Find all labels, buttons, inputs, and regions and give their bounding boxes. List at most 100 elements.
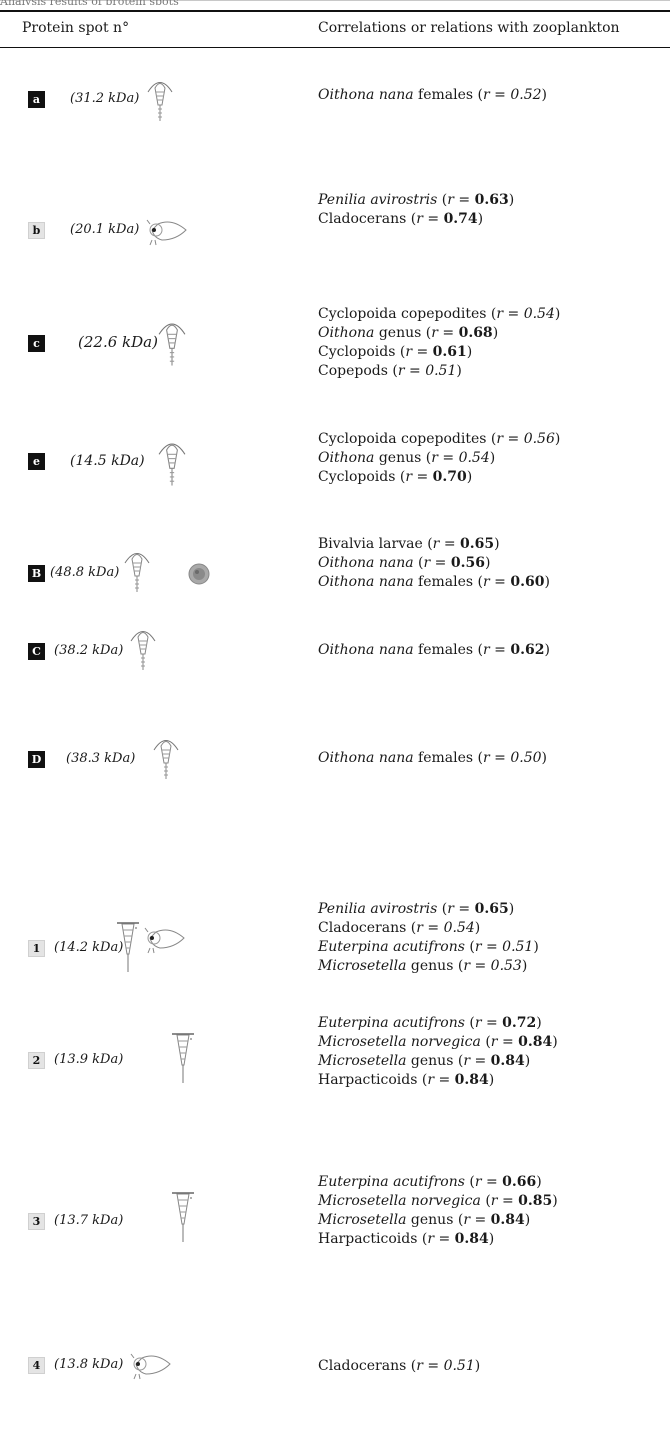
- spot-label: 2: [28, 1052, 45, 1069]
- correlation-line: Harpacticoids (r = 0.84): [318, 1072, 495, 1088]
- r-value: 0.51: [443, 1358, 475, 1374]
- correlations-cell: Euterpina acutifrons (r = 0.72) Microset…: [318, 986, 670, 1116]
- spot-mass: (14.5 kDa): [70, 453, 145, 469]
- header-bottom-rule: [0, 47, 670, 48]
- top-border: [0, 0, 670, 1]
- table-row: 3 (13.7 kDa) Euterpina acutifrons (r = 0…: [0, 1116, 670, 1306]
- r-value: 0.70: [432, 468, 467, 485]
- spot-cell: 1 (14.2 kDa): [0, 824, 310, 986]
- copepod-harpacticoid-icon: [172, 1033, 194, 1083]
- spot-cell: B (48.8 kDa): [0, 508, 310, 618]
- copepod-harpacticoid-icon: [117, 922, 139, 972]
- table-row: 4 (13.8 kDa) Cladocerans (r = 0.51): [0, 1306, 670, 1444]
- correlation-line: Microsetella genus (r = 0.84): [318, 1053, 531, 1069]
- correlation-line: Oithona nana (r = 0.56): [318, 554, 491, 571]
- spot-cell: 2 (13.9 kDa): [0, 986, 310, 1116]
- table-row: c (22.6 kDa) Cyclopoida copepodites (r =…: [0, 278, 670, 408]
- r-value: 0.72: [502, 1015, 537, 1031]
- spot-label: 4: [28, 1357, 45, 1374]
- correlation-line: Euterpina acutifrons (r = 0.51): [318, 939, 539, 955]
- spot-mass: (14.2 kDa): [54, 940, 124, 955]
- spot-label: c: [28, 335, 45, 352]
- r-value: 0.53: [490, 958, 522, 974]
- spot-label: a: [28, 91, 45, 108]
- r-value: 0.63: [474, 192, 509, 208]
- correlations-cell: Cyclopoida copepodites (r = 0.56) Oithon…: [318, 408, 670, 508]
- correlations-cell: Penilia avirostris (r = 0.63) Cladoceran…: [318, 142, 670, 278]
- spot-label: 3: [28, 1213, 45, 1230]
- spot-mass: (38.3 kDa): [66, 751, 136, 766]
- spot-mass: (22.6 kDa): [78, 333, 158, 351]
- correlation-line: Copepods (r = 0.51): [318, 363, 462, 379]
- correlation-line: Bivalvia larvae (r = 0.65): [318, 535, 500, 552]
- correlation-line: Euterpina acutifrons (r = 0.72): [318, 1015, 542, 1031]
- r-value: 0.66: [502, 1174, 537, 1190]
- spot-label: B: [28, 565, 45, 582]
- correlation-line: Harpacticoids (r = 0.84): [318, 1231, 495, 1247]
- spot-mass: (13.7 kDa): [54, 1213, 124, 1228]
- r-value: 0.68: [458, 325, 493, 341]
- r-value: 0.54: [458, 449, 490, 466]
- table-row: B (48.8 kDa) Bivalvia larvae (r = 0.65) …: [0, 508, 670, 618]
- spot-cell: C (38.2 kDa): [0, 618, 310, 714]
- spot-mass: (13.9 kDa): [54, 1052, 124, 1067]
- spot-mass: (20.1 kDa): [70, 222, 140, 237]
- correlation-line: Oithona nana females (r = 0.62): [318, 642, 550, 658]
- spot-mass: (48.8 kDa): [50, 565, 120, 580]
- column-header-protein-spot: Protein spot n°: [22, 20, 130, 36]
- correlations-cell: Penilia avirostris (r = 0.65) Cladoceran…: [318, 824, 670, 986]
- correlations-cell: Cyclopoida copepodites (r = 0.54) Oithon…: [318, 278, 670, 408]
- copepod-cyclopoid-icon: [147, 82, 173, 121]
- correlation-line: Oithona genus (r = 0.68): [318, 325, 499, 341]
- correlation-line: Cyclopoids (r = 0.61): [318, 344, 473, 360]
- r-value: 0.84: [454, 1231, 489, 1247]
- spot-label: 1: [28, 940, 45, 957]
- table-row: D (38.3 kDa) Oithona nana females (r = 0…: [0, 714, 670, 824]
- correlations-cell: Oithona nana females (r = 0.62): [318, 618, 670, 714]
- r-value: 0.60: [510, 573, 545, 590]
- correlation-line: Microsetella genus (r = 0.53): [318, 958, 528, 974]
- copepod-harpacticoid-icon: [172, 1192, 194, 1242]
- spot-cell: e (14.5 kDa): [0, 408, 310, 508]
- table-row: b (20.1 kDa) Penilia avirostris (r = 0.6…: [0, 142, 670, 278]
- correlations-cell: Oithona nana females (r = 0.52): [318, 48, 670, 142]
- r-value: 0.54: [443, 920, 475, 936]
- copepod-cyclopoid-icon: [130, 631, 156, 670]
- spot-cell: b (20.1 kDa): [0, 142, 310, 278]
- cladoceran-icon: [144, 927, 185, 954]
- copepod-cyclopoid-icon: [158, 323, 186, 366]
- table-row: a (31.2 kDa) Oithona nana females (r = 0…: [0, 48, 670, 142]
- spot-label: e: [28, 453, 45, 470]
- correlations-cell: Cladocerans (r = 0.51): [318, 1306, 670, 1444]
- r-value: 0.54: [523, 306, 555, 322]
- r-value: 0.52: [510, 86, 542, 103]
- correlation-line: Cyclopoida copepodites (r = 0.56): [318, 430, 561, 447]
- r-value: 0.51: [502, 939, 534, 955]
- spot-mass: (31.2 kDa): [70, 91, 140, 106]
- correlation-line: Euterpina acutifrons (r = 0.66): [318, 1174, 542, 1190]
- spot-cell: c (22.6 kDa): [0, 278, 310, 408]
- spot-cell: 4 (13.8 kDa): [0, 1306, 310, 1444]
- r-value: 0.56: [450, 554, 485, 571]
- correlation-line: Oithona genus (r = 0.54): [318, 449, 496, 466]
- header-top-rule: [0, 10, 670, 12]
- correlation-line: Cladocerans (r = 0.54): [318, 920, 481, 936]
- correlation-line: Penilia avirostris (r = 0.65): [318, 901, 515, 917]
- copepod-cyclopoid-icon: [124, 553, 150, 592]
- correlations-cell: Bivalvia larvae (r = 0.65) Oithona nana …: [318, 508, 670, 618]
- correlation-line: Cladocerans (r = 0.74): [318, 211, 484, 227]
- correlation-line: Microsetella norvegica (r = 0.85): [318, 1193, 558, 1209]
- r-value: 0.84: [454, 1072, 489, 1088]
- correlations-cell: Oithona nana females (r = 0.50): [318, 714, 670, 824]
- correlations-cell: Euterpina acutifrons (r = 0.66) Microset…: [318, 1116, 670, 1306]
- correlation-line: Cyclopoida copepodites (r = 0.54): [318, 306, 561, 322]
- correlation-line: Cyclopoids (r = 0.70): [318, 468, 473, 485]
- r-value: 0.74: [443, 211, 478, 227]
- r-value: 0.65: [474, 901, 509, 917]
- column-header-correlations: Correlations or relations with zooplankt…: [318, 20, 620, 36]
- spot-mass: (13.8 kDa): [54, 1357, 124, 1372]
- table-row: 1 (14.2 kDa) Penilia avirostris (r = 0.6…: [0, 824, 670, 986]
- correlation-line: Cladocerans (r = 0.51): [318, 1358, 481, 1374]
- correlation-line: Oithona nana females (r = 0.52): [318, 86, 547, 103]
- copepod-cyclopoid-icon: [158, 443, 186, 486]
